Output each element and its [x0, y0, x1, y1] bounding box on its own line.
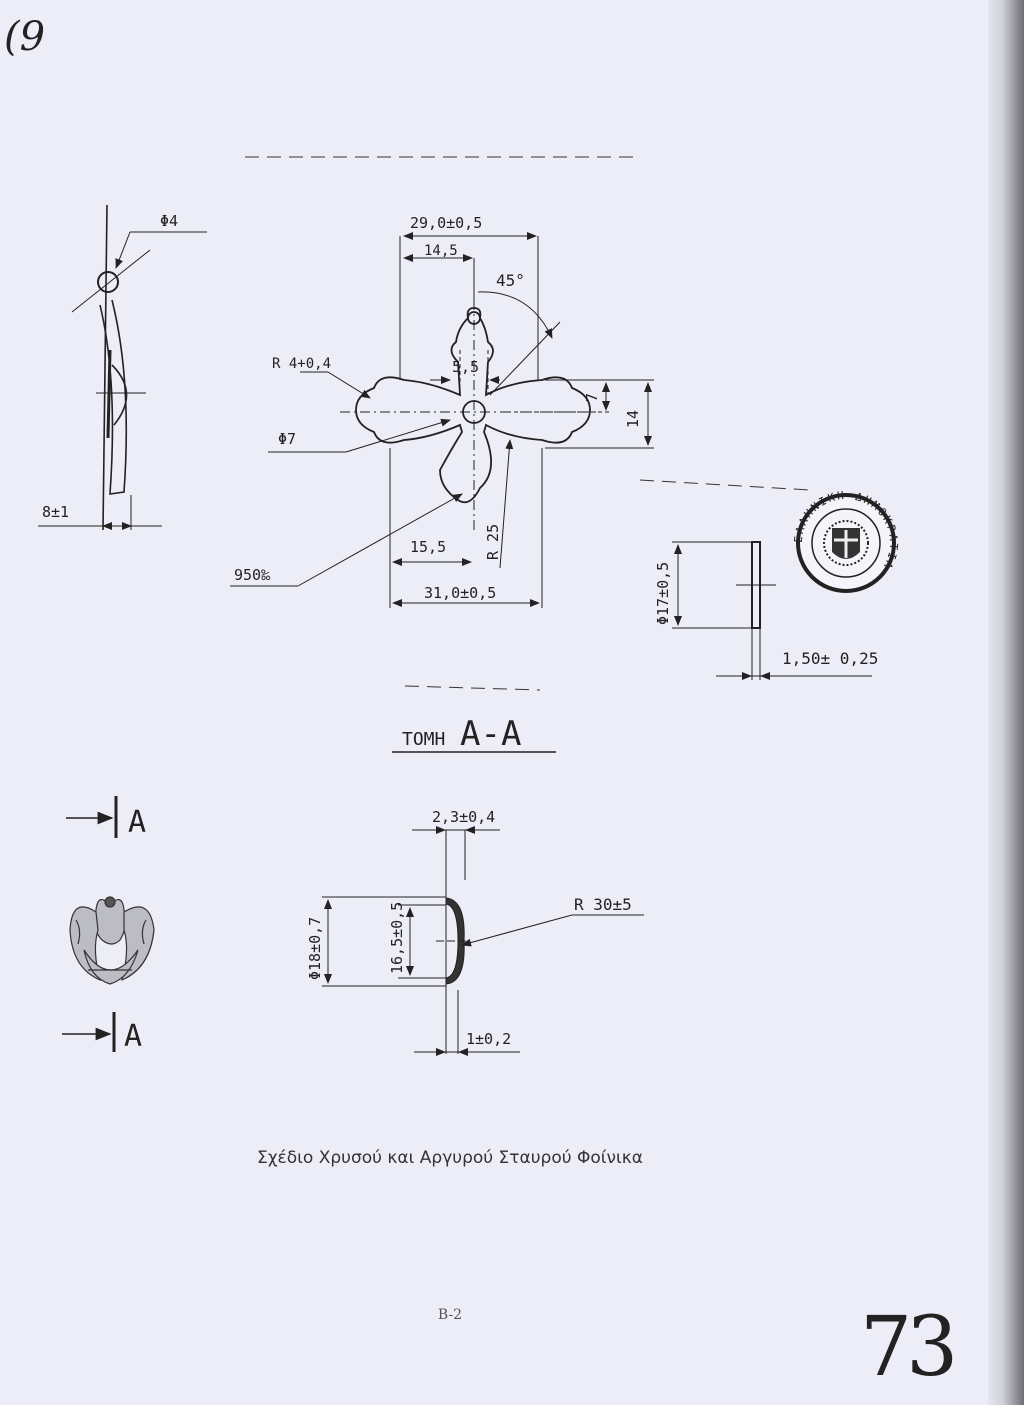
- front-radius-big-label: R 25: [484, 524, 502, 560]
- official-seal-stamp: ΕΛΛΗΝΙΚΗ ΔΗΜΟΚΡΑΤΙΑ: [792, 489, 898, 593]
- side-thickness-label: 8±1: [42, 503, 69, 521]
- disc-view: [672, 541, 872, 680]
- side-hole-dia-label: Φ4: [160, 212, 178, 230]
- front-width-bottom-label: 31,0±0,5: [424, 584, 496, 602]
- handwritten-page-number: 73: [860, 1300, 958, 1395]
- section-marker-top-letter: A: [128, 805, 146, 840]
- section-marker-bottom: [62, 1012, 116, 1052]
- section-title: ΤΟΜΗ Α-Α: [392, 714, 556, 754]
- section-wall-label: 1±0,2: [466, 1030, 511, 1048]
- front-center-dim-label: 5,5: [452, 358, 479, 376]
- front-half-bottom-label: 15,5: [410, 538, 446, 556]
- section-inner-dia-label: 16,5±0,5: [388, 902, 406, 974]
- disc-diameter-label: Φ17±0,5: [654, 562, 672, 625]
- front-center-dia-label: Φ7: [278, 430, 296, 448]
- section-marker-top: [66, 796, 118, 838]
- front-width-top-label: 29,0±0,5: [410, 214, 482, 232]
- phoenix-emblem: [69, 896, 155, 985]
- front-view-dimensions: [230, 232, 654, 608]
- section-view: [322, 826, 644, 1056]
- front-view-cross: [340, 300, 600, 530]
- drawing-caption: Σχέδιο Χρυσού και Αργυρού Σταυρού Φοίνικ…: [257, 1148, 643, 1168]
- section-marker-bottom-letter: A: [124, 1019, 142, 1054]
- section-radius-label: R 30±5: [574, 895, 632, 914]
- section-thickness-label: 2,3±0,4: [432, 808, 495, 826]
- section-title-main: Α-Α: [460, 714, 521, 754]
- front-arm-half-label: 7: [583, 393, 601, 402]
- side-view: [38, 204, 207, 531]
- page-code: B-2: [437, 1307, 463, 1323]
- front-arm-height-label: 14: [624, 410, 642, 428]
- front-half-width-label: 14,5: [424, 243, 458, 259]
- corner-handwritten-mark: (9: [4, 14, 46, 60]
- section-outer-dia-label: Φ18±0,7: [306, 917, 324, 980]
- dashed-guides: [245, 156, 811, 691]
- front-material-label: 950‰: [234, 566, 271, 584]
- section-title-prefix: ΤΟΜΗ: [402, 729, 445, 750]
- front-radius-label: R 4+0,4: [272, 356, 331, 372]
- front-angle-label: 45°: [496, 271, 525, 290]
- disc-thickness-label: 1,50± 0,25: [782, 649, 878, 668]
- scan-edge-shadow: [988, 0, 1024, 1405]
